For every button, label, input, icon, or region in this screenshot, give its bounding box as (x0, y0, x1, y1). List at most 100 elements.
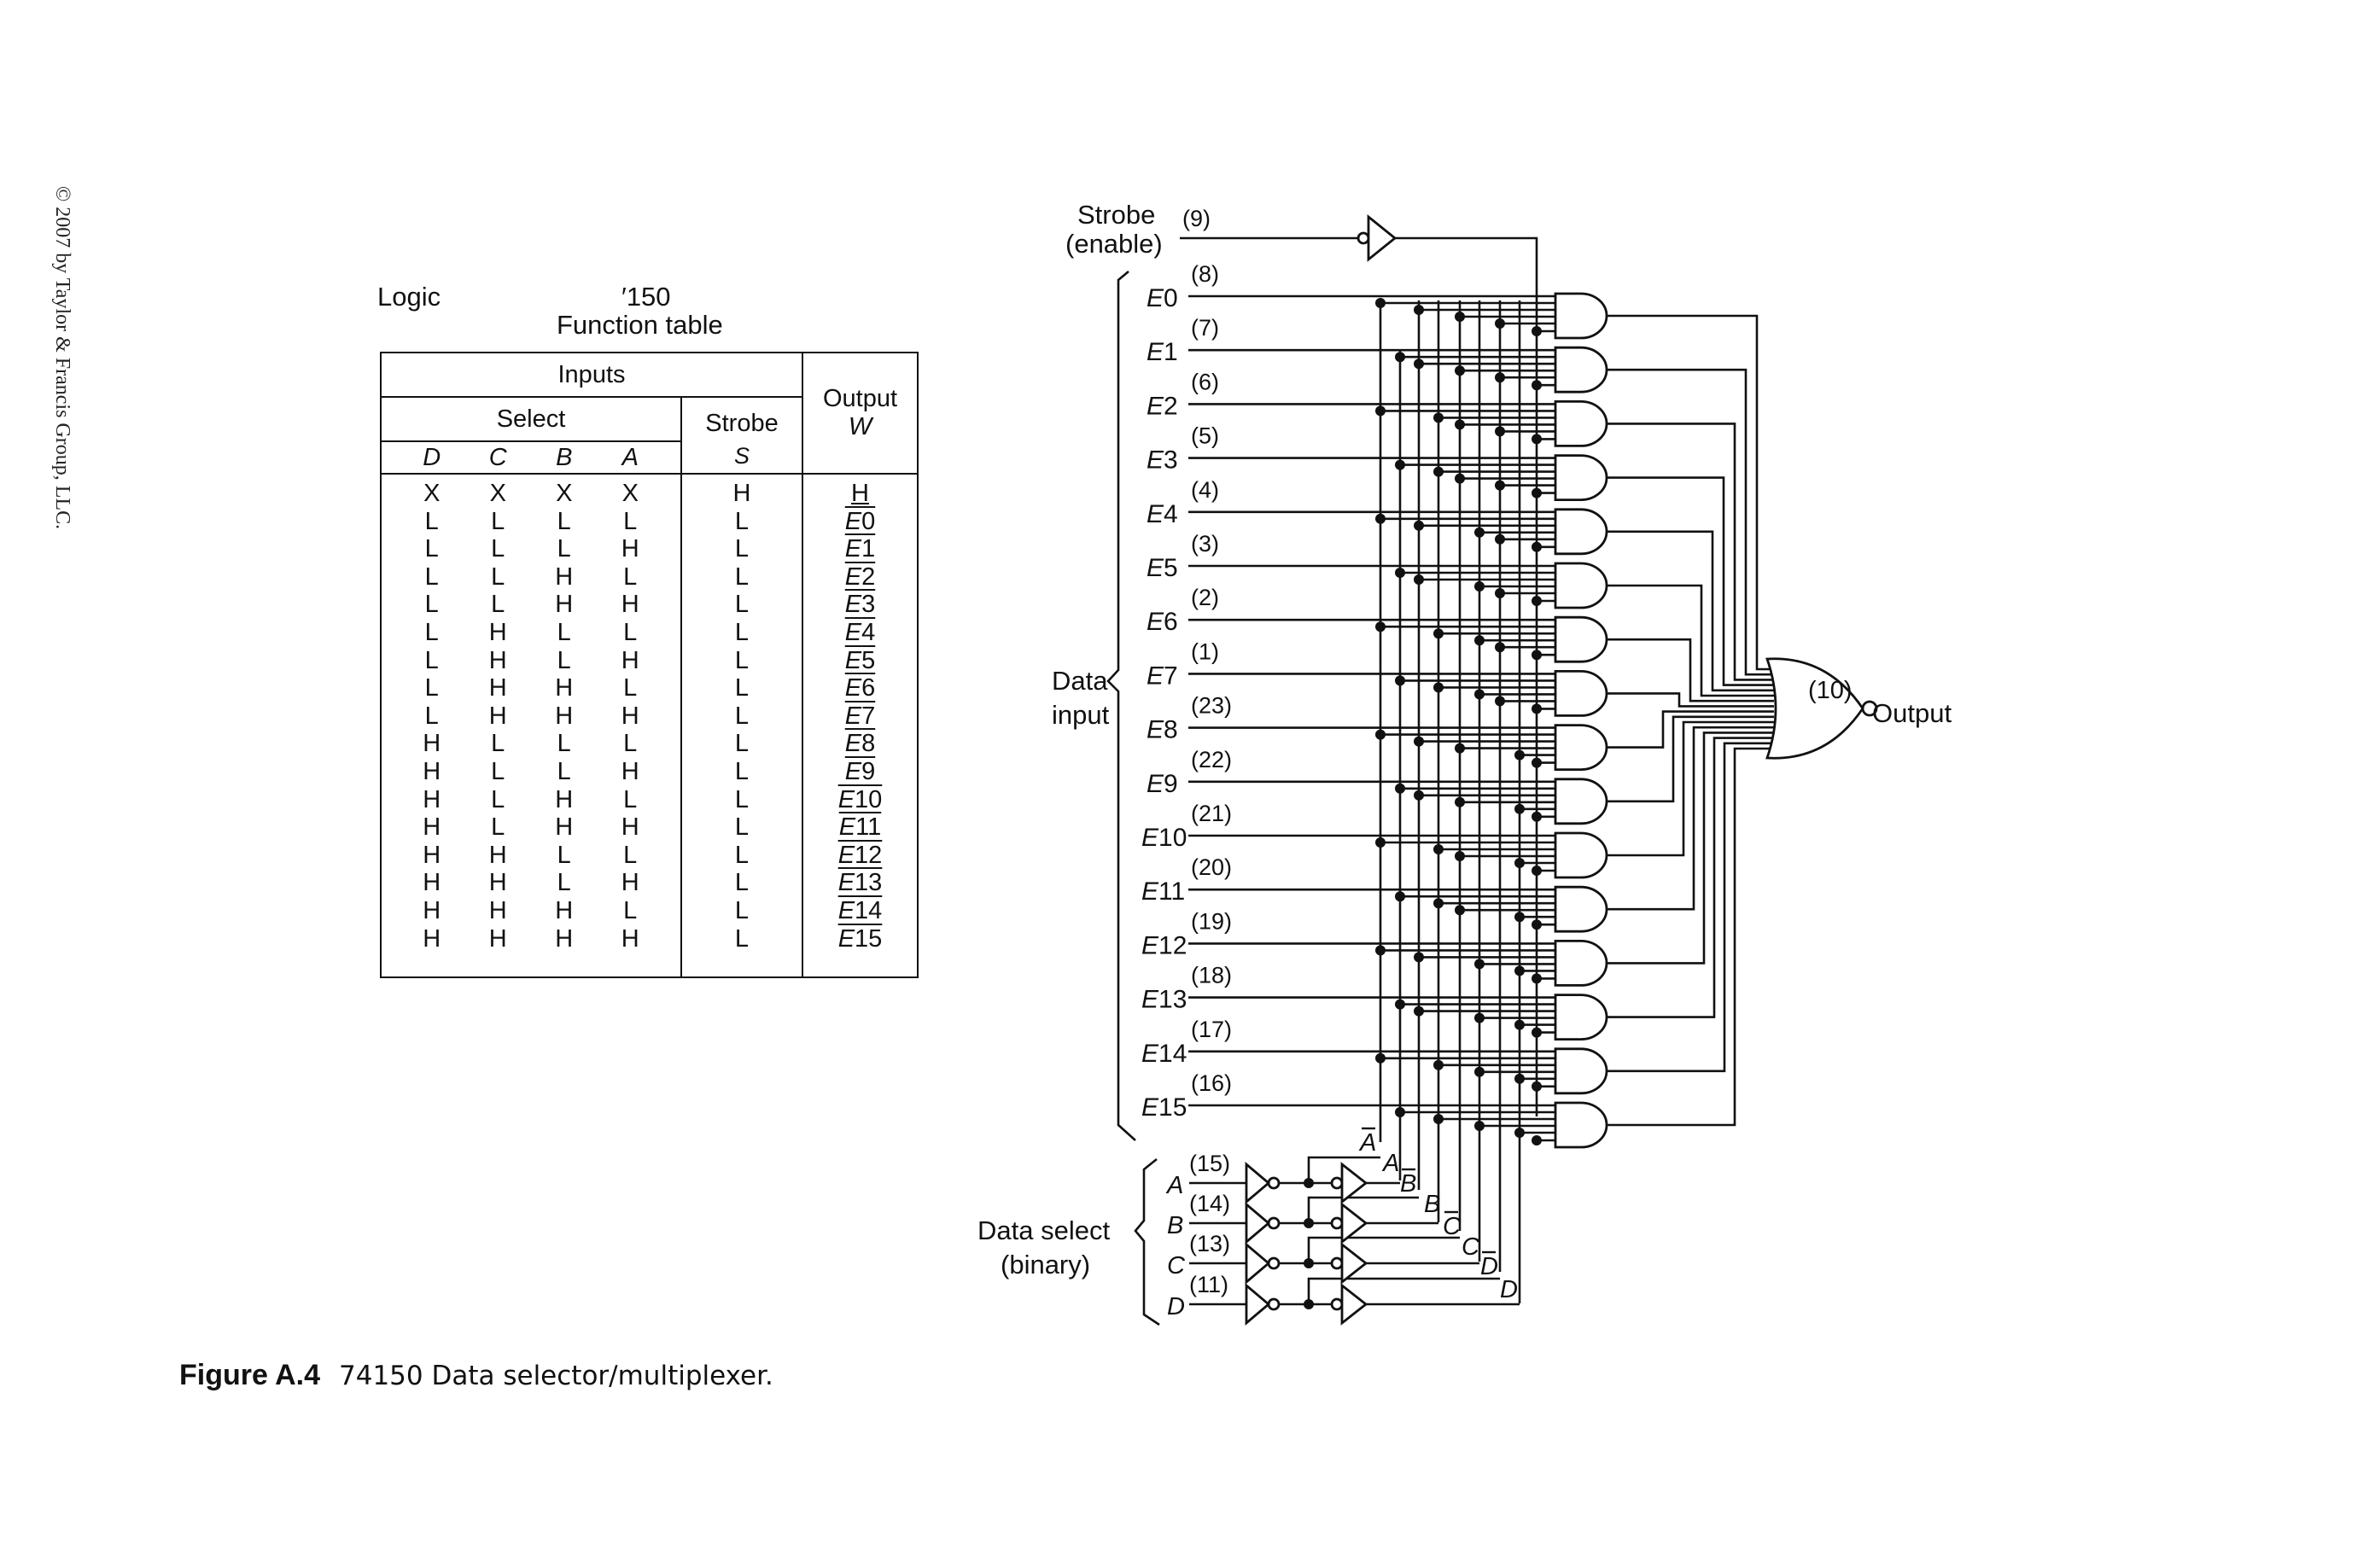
select-inverter-icon-a (1245, 1161, 1271, 1205)
bus-label-not-a: A (1358, 1129, 1376, 1157)
cell-a: L (623, 562, 638, 591)
cell-d: L (424, 535, 439, 563)
cell-c: H (488, 924, 507, 953)
select-inverter-bubble (1267, 1216, 1281, 1230)
junction-dot (1455, 905, 1465, 916)
header-output-var: W (848, 413, 872, 440)
data-input-name-e5: E5 (1147, 554, 1178, 582)
cell-d: H (423, 730, 441, 758)
select-buffer-icon-a (1340, 1162, 1368, 1204)
cell-a: L (623, 896, 638, 924)
cell-c: L (491, 535, 505, 563)
junction-dot (1433, 898, 1444, 909)
and-output-wire-1 (1607, 368, 1774, 676)
cell-output: E2 (844, 562, 876, 591)
cell-output: E12 (837, 841, 883, 869)
cell-strobe: L (734, 924, 750, 953)
cell-b: L (557, 757, 571, 785)
cell-strobe: L (734, 813, 750, 842)
select-buffer-icon-c (1340, 1242, 1368, 1285)
data-select-label-2: (binary) (1001, 1250, 1090, 1279)
select-inverter-icon-d (1245, 1282, 1271, 1326)
data-input-brace (1106, 271, 1136, 1141)
cell-c: H (488, 869, 507, 897)
and-gate-0 (1554, 292, 1608, 340)
data-input-pin-e2: (6) (1191, 369, 1219, 394)
junction-dot (1514, 858, 1525, 868)
cell-b: L (557, 507, 571, 535)
cell-strobe: L (734, 896, 750, 924)
inverted-bus-feed (1307, 1156, 1380, 1183)
select-buffer-icon-d (1340, 1283, 1368, 1326)
junction-dot (1414, 305, 1424, 315)
cell-c: H (488, 896, 507, 924)
buffer-bubble (1330, 1216, 1344, 1230)
junction-dot (1375, 729, 1386, 740)
junction-dot (1514, 1128, 1525, 1138)
cell-d: H (423, 841, 441, 869)
data-input-name-e1: E1 (1147, 338, 1178, 366)
data-input-pin-e1: (7) (1191, 315, 1219, 341)
cell-output: E13 (837, 869, 883, 897)
cell-strobe: L (734, 841, 750, 869)
data-input-name-e15: E15 (1141, 1093, 1187, 1122)
cell-c: X (489, 480, 506, 507)
junction-dot (1532, 650, 1542, 661)
inverted-bus-feed (1307, 1196, 1419, 1223)
cell-d: L (424, 674, 439, 702)
select-var-c: C (488, 443, 507, 471)
junction-dot (1474, 527, 1485, 538)
junction-dot (1474, 959, 1485, 970)
data-input-name-e9: E9 (1147, 770, 1178, 798)
select-input-pin-c: (13) (1189, 1231, 1230, 1256)
and-output-wire-8 (1607, 710, 1774, 749)
cell-a: H (621, 702, 639, 730)
data-input-name-e10: E10 (1141, 824, 1187, 852)
data-select-brace (1134, 1157, 1160, 1326)
junction-dot (1395, 891, 1405, 902)
and-output-wire-13 (1607, 737, 1774, 1018)
cell-strobe: H (732, 480, 751, 507)
cell-b: H (555, 896, 574, 924)
junction-dot (1474, 1012, 1485, 1023)
and-gate-10 (1554, 831, 1608, 879)
cell-strobe: L (734, 618, 750, 646)
cell-b: L (557, 869, 571, 897)
junction-dot (1395, 352, 1405, 363)
inverted-bus-feed (1307, 1236, 1460, 1263)
junction-dot (1395, 459, 1405, 470)
cell-a: H (621, 869, 639, 897)
and-gate-13 (1554, 994, 1608, 1040)
junction-dot (1474, 1121, 1485, 1131)
data-input-pin-e13: (18) (1191, 963, 1232, 988)
and-output-wire-11 (1607, 726, 1774, 911)
junction-dot (1304, 1178, 1314, 1188)
junction-dot (1414, 1006, 1424, 1017)
cell-b: H (555, 924, 574, 953)
and-output-wire-4 (1607, 530, 1774, 692)
junction-dot (1455, 365, 1465, 376)
and-output-wire-3 (1607, 476, 1774, 686)
junction-dot (1433, 1059, 1444, 1070)
junction-dot (1514, 1073, 1525, 1084)
junction-dot (1455, 851, 1465, 861)
junction-dot (1414, 574, 1424, 585)
cell-output: E6 (844, 674, 876, 702)
junction-dot (1495, 318, 1505, 329)
select-var-b: B (556, 443, 573, 471)
buffer-bubble (1330, 1256, 1344, 1270)
junction-dot (1495, 533, 1505, 545)
strobe-bus (1395, 236, 1538, 1116)
cell-b: L (557, 618, 571, 646)
bus-label-not-d: D (1480, 1253, 1498, 1280)
cell-a: L (623, 730, 638, 758)
junction-dot (1474, 581, 1485, 592)
header-strobe: Strobe S (680, 396, 803, 475)
data-input-name-e11: E11 (1141, 877, 1185, 906)
junction-dot (1532, 380, 1542, 391)
